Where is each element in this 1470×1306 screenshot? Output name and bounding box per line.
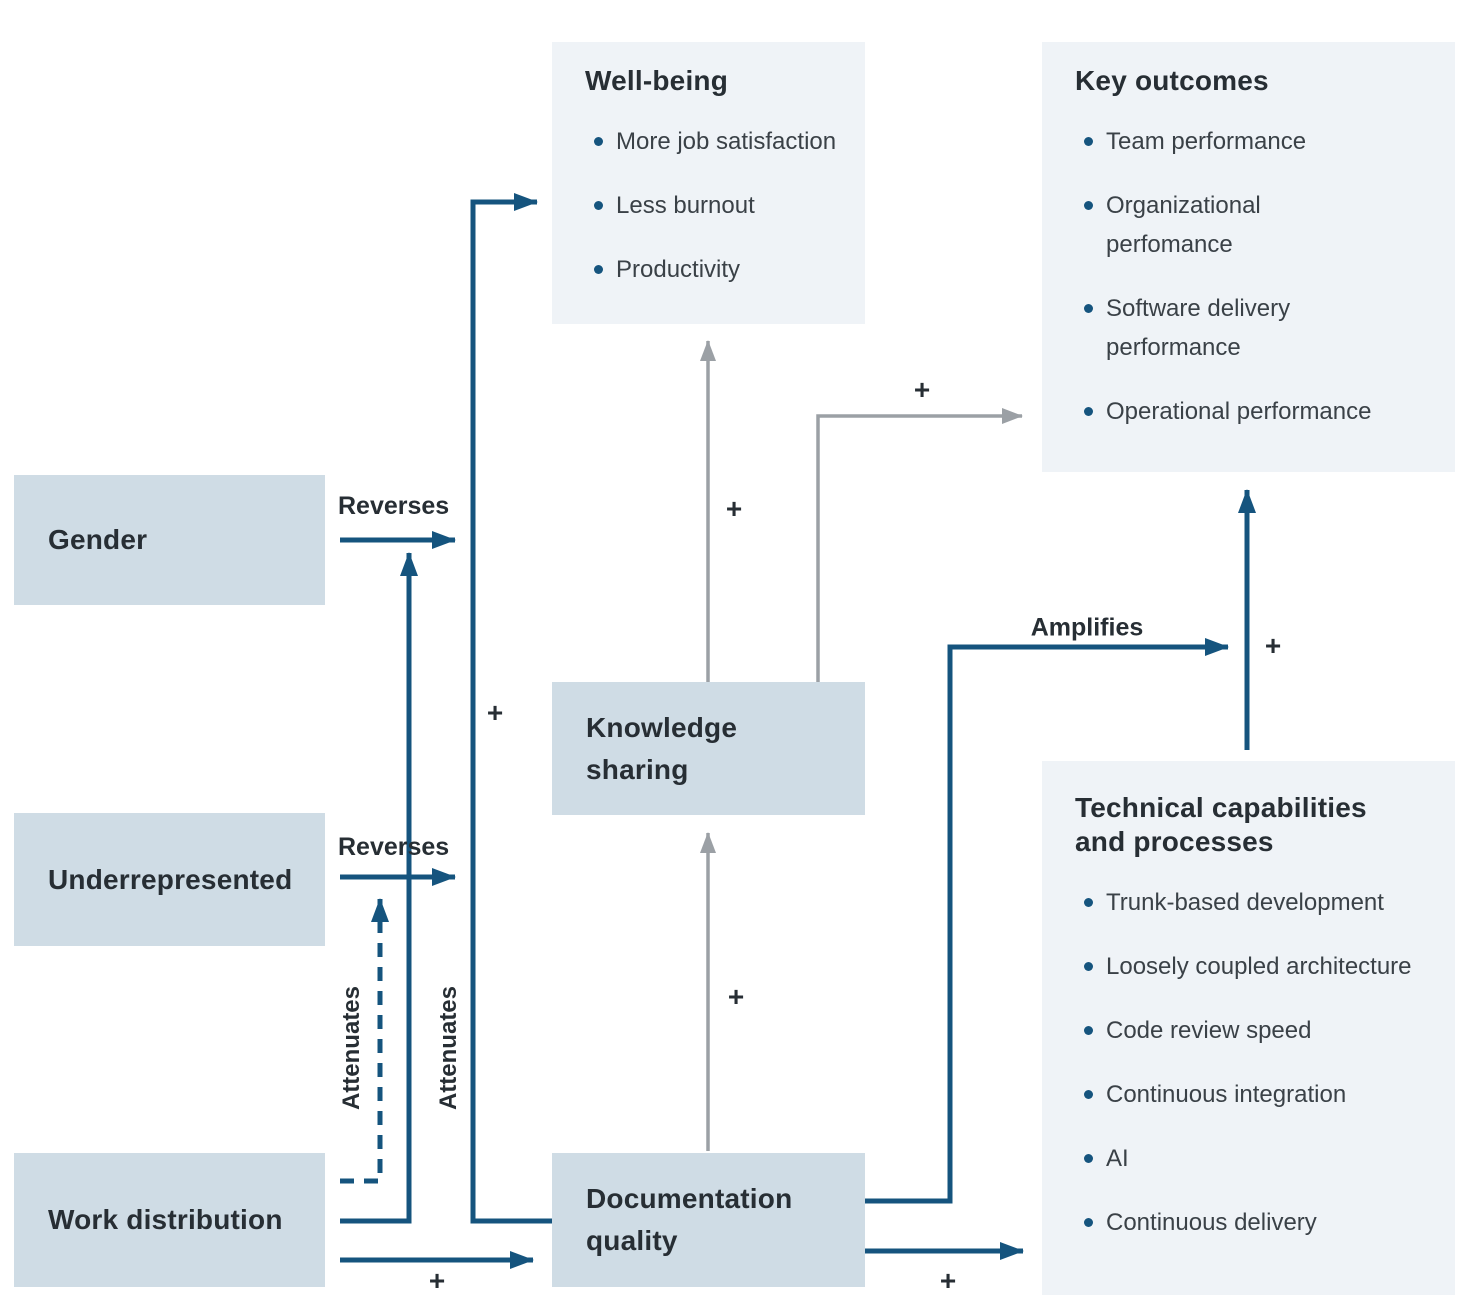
- list-item-text: Software delivery performance: [1106, 295, 1291, 361]
- list-item: Continuous delivery: [1075, 1203, 1437, 1242]
- box-underrepresented-label: Underrepresented: [48, 863, 293, 895]
- box-work-distribution-label: Work distribution: [48, 1204, 283, 1235]
- edge-label-underrepresented-reverses: Reverses: [338, 833, 450, 861]
- list-item-text: Continuous delivery: [1106, 1209, 1317, 1236]
- plus-sign-work-to-doc: +: [428, 1265, 446, 1296]
- panel-key-outcomes-list: Team performance Organizational perfoman…: [1075, 122, 1437, 431]
- list-item: Loosely coupled architecture: [1075, 947, 1437, 986]
- list-item: Productivity: [585, 250, 847, 289]
- list-item: Team performance: [1075, 122, 1437, 161]
- list-item: Code review speed: [1075, 1011, 1437, 1050]
- list-item-text: Continuous integration: [1106, 1081, 1347, 1108]
- arrow-documentation-to-wellbeing: [470, 193, 552, 1224]
- list-item-text: Trunk-based development: [1106, 889, 1384, 916]
- list-item-text: Loosely coupled architecture: [1106, 953, 1412, 980]
- list-item: Operational performance: [1075, 392, 1437, 431]
- bullet-icon: [594, 137, 603, 146]
- panel-key-outcomes-title: Key outcomes: [1075, 65, 1269, 96]
- list-item-text: Code review speed: [1106, 1017, 1312, 1044]
- edge-label-amplifies: Amplifies: [1030, 613, 1144, 642]
- panel-wellbeing-list: More job satisfaction Less burnout Produ…: [585, 122, 847, 289]
- bullet-icon: [1084, 1154, 1093, 1163]
- bullet-icon: [1084, 898, 1093, 907]
- bullet-icon: [1084, 1218, 1093, 1227]
- list-item-text: Team performance: [1106, 128, 1307, 155]
- list-item: More job satisfaction: [585, 122, 847, 161]
- list-item: Organizational perfomance: [1075, 186, 1437, 264]
- box-documentation-quality-label: Documentation quality: [586, 1183, 793, 1256]
- list-item-text: More job satisfaction: [616, 128, 837, 155]
- list-item: Trunk-based development: [1075, 883, 1437, 922]
- bullet-icon: [1084, 407, 1093, 416]
- box-knowledge-sharing: Knowledge sharing: [552, 682, 865, 815]
- plus-sign-knowledge-to-outcomes: +: [913, 374, 931, 405]
- arrow-knowledge-to-key-outcomes: [816, 408, 1023, 682]
- plus-sign-knowledge-to-wellbeing: +: [725, 493, 743, 524]
- list-item-text: Operational performance: [1106, 398, 1372, 425]
- box-documentation-quality: Documentation quality: [552, 1153, 865, 1287]
- bullet-icon: [1084, 304, 1093, 313]
- bullet-icon: [594, 201, 603, 210]
- plus-sign-doc-to-tech: +: [939, 1265, 957, 1296]
- plus-sign-doc-to-wellbeing: +: [486, 697, 504, 728]
- box-underrepresented: Underrepresented: [14, 813, 325, 946]
- list-item-text: Less burnout: [616, 192, 755, 219]
- panel-technical-capabilities: Technical capabilities and processes Tru…: [1042, 761, 1455, 1295]
- bullet-icon: [1084, 137, 1093, 146]
- bullet-icon: [1084, 1026, 1093, 1035]
- panel-wellbeing: Well-being More job satisfaction Less bu…: [552, 42, 865, 324]
- plus-sign-doc-to-knowledge: +: [727, 981, 745, 1012]
- bullet-icon: [594, 265, 603, 274]
- box-knowledge-sharing-label: Knowledge sharing: [586, 711, 738, 785]
- box-gender: Gender: [14, 475, 325, 605]
- panel-wellbeing-title: Well-being: [585, 65, 729, 96]
- list-item: Software delivery performance: [1075, 289, 1437, 367]
- bullet-icon: [1084, 962, 1093, 971]
- list-item: Continuous integration: [1075, 1075, 1437, 1114]
- bullet-icon: [1084, 201, 1093, 210]
- list-item-text: Productivity: [616, 256, 741, 283]
- plus-sign-tech-to-outcomes: +: [1264, 630, 1282, 661]
- bullet-icon: [1084, 1090, 1093, 1099]
- panel-technical-capabilities-list: Trunk-based development Loosely coupled …: [1075, 883, 1437, 1242]
- panel-technical-capabilities-title: Technical capabilities and processes: [1075, 792, 1367, 857]
- box-work-distribution: Work distribution: [14, 1153, 325, 1287]
- edge-label-gender-reverses: Reverses: [338, 492, 450, 520]
- list-item-text: AI: [1106, 1145, 1129, 1172]
- list-item-text: Organizational perfomance: [1106, 192, 1261, 258]
- list-item: Less burnout: [585, 186, 847, 225]
- panel-key-outcomes: Key outcomes Team performance Organizati…: [1042, 42, 1455, 472]
- list-item: AI: [1075, 1139, 1437, 1178]
- edge-label-attenuates-solid: Attenuates: [435, 985, 462, 1111]
- box-gender-label: Gender: [48, 524, 148, 555]
- edge-label-attenuates-dashed: Attenuates: [338, 985, 365, 1111]
- arrow-work-attenuates-gender: [340, 552, 418, 1224]
